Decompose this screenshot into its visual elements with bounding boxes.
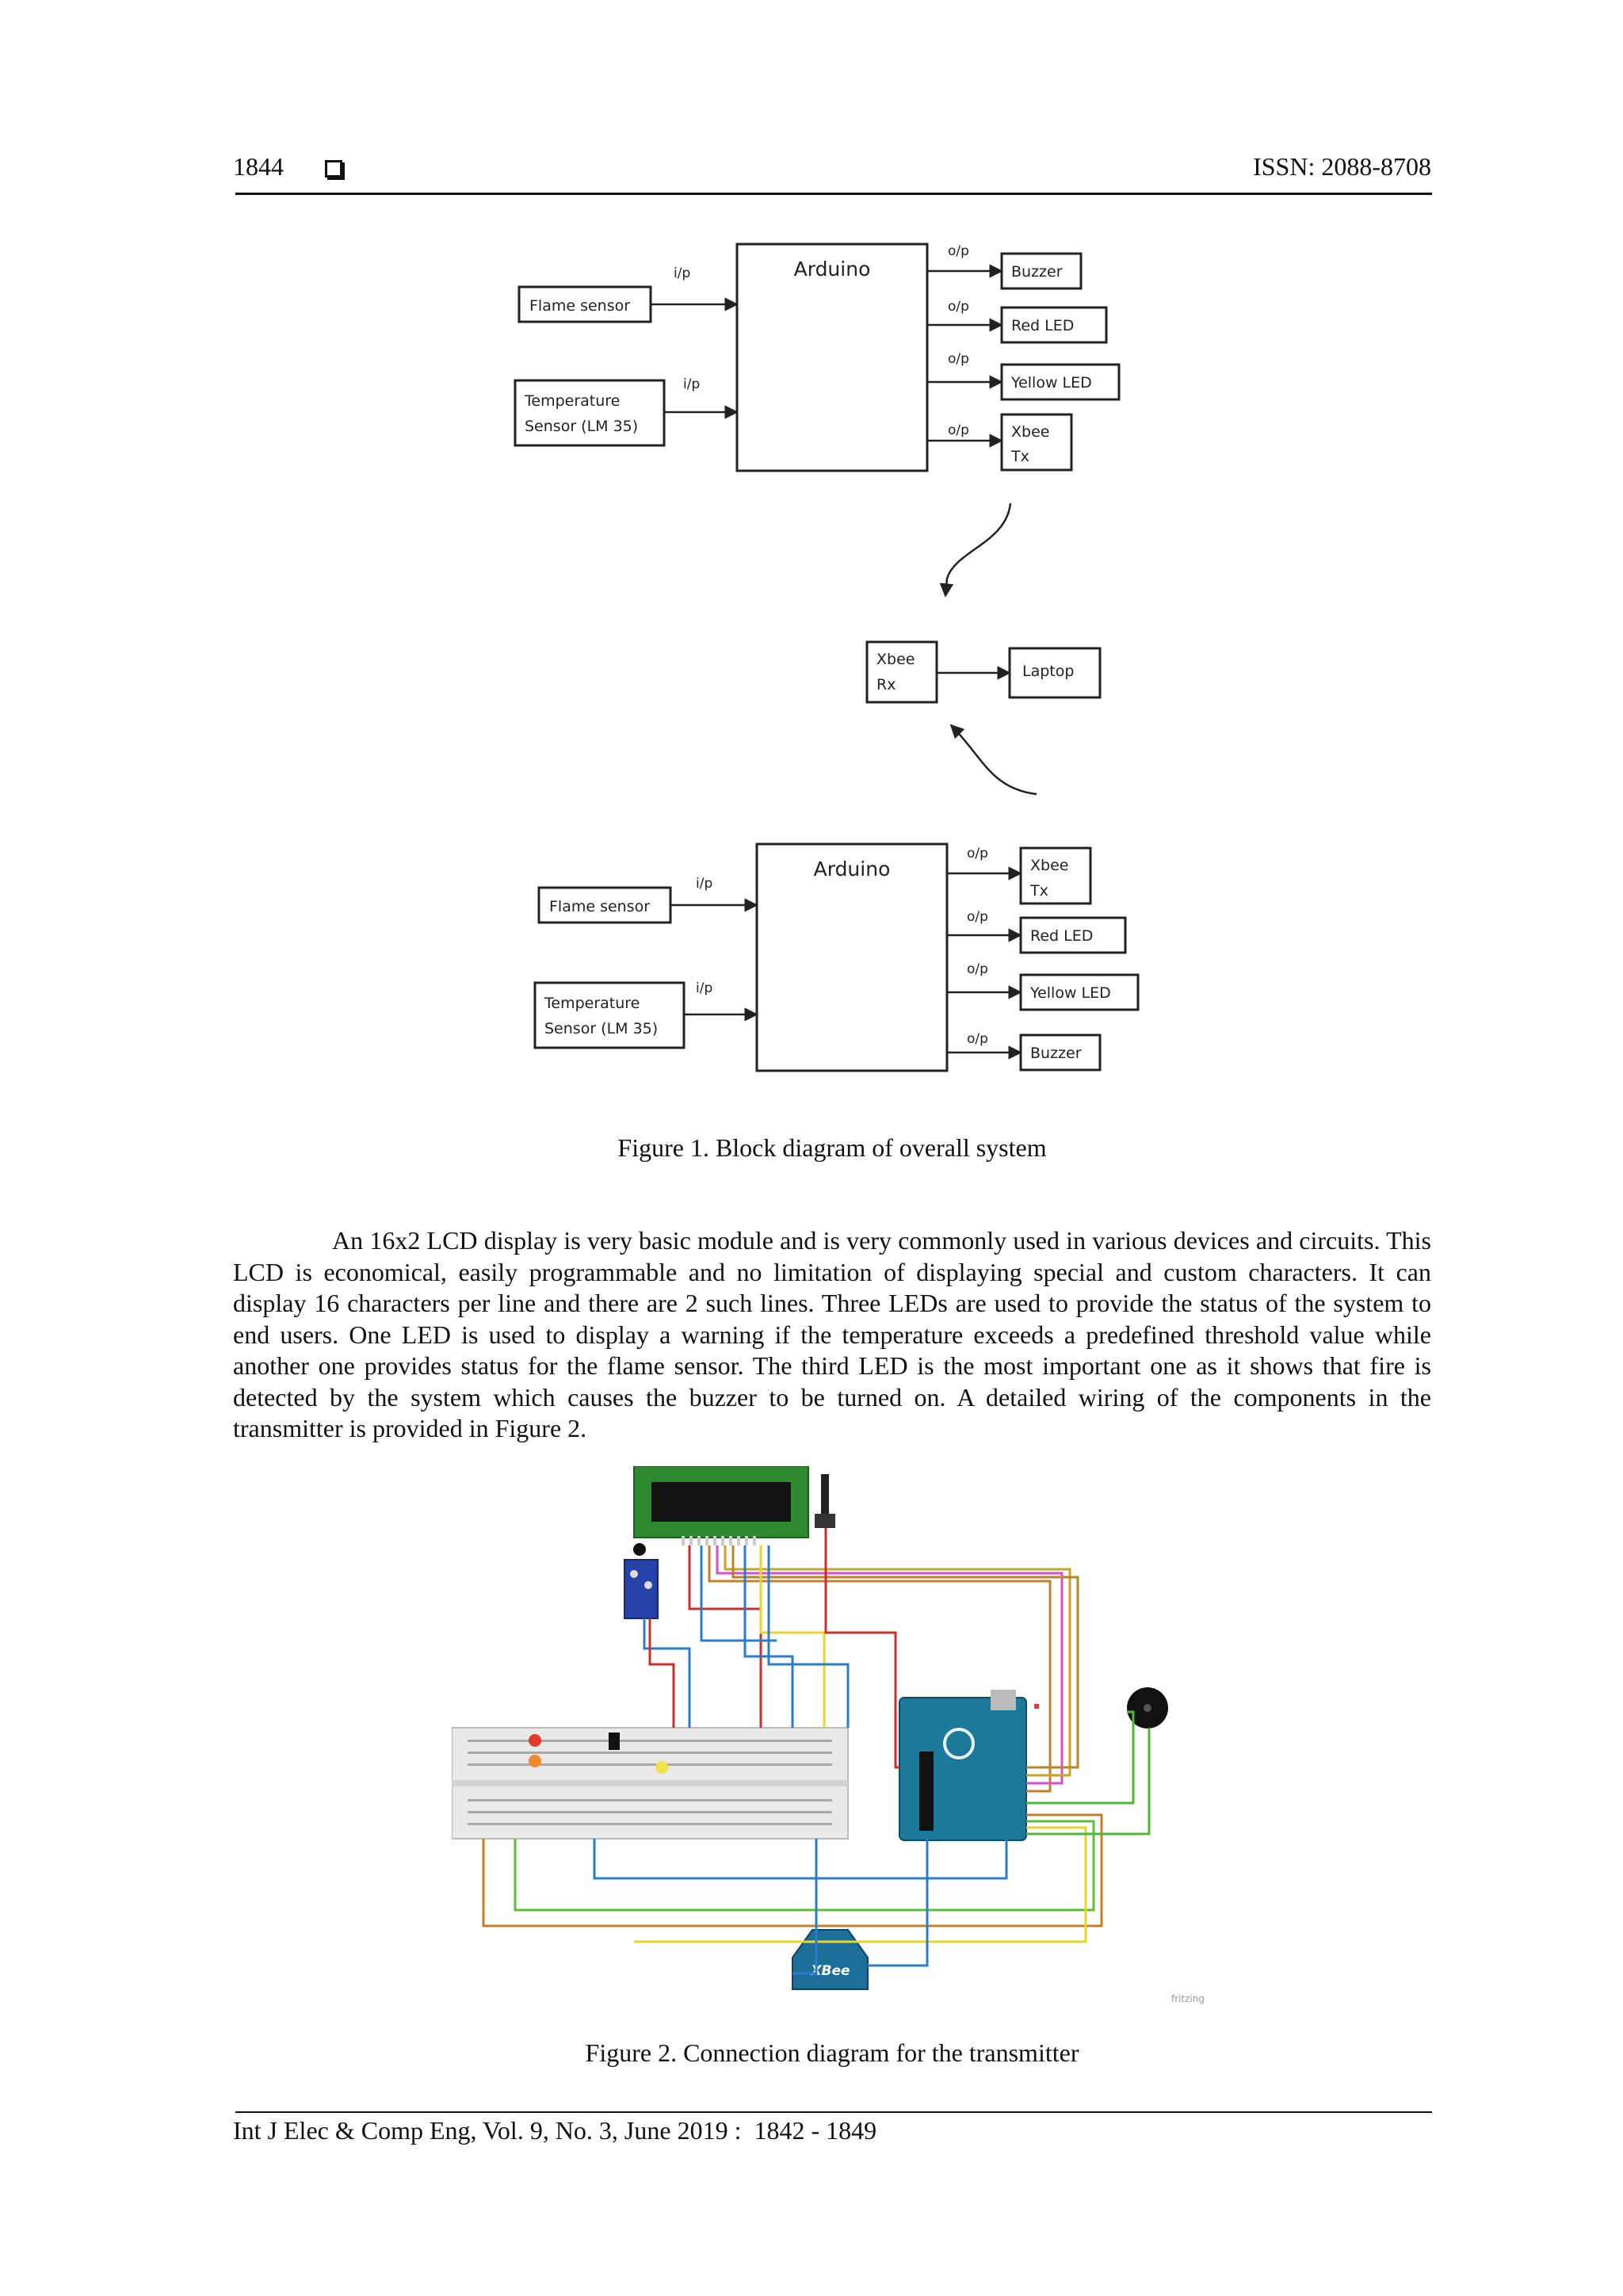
temperature-sensor-chip [609,1733,620,1750]
top-yellow-led-label: Yellow LED [1010,374,1092,392]
page-number: 1844 [233,152,284,181]
bottom-system: Arduino Flame sensor Temperature Sensor … [533,842,1140,1072]
body-paragraph: An 16x2 LCD display is very basic module… [233,1226,1431,1442]
orange-led [529,1755,541,1767]
figure-2-connection-diagram: XBee fritzing [452,1466,1205,2004]
bottom-output-label-4: o/p [967,1031,988,1047]
bottom-arduino-block [755,842,949,1072]
rx-label: Rx [876,676,896,693]
bottom-buzzer-label: Buzzer [1030,1045,1082,1062]
top-arduino-label: Arduino [794,258,871,281]
figure-2-caption: Figure 2. Connection diagram for the tra… [585,2038,1079,2067]
bottom-red-led-block [1019,916,1127,954]
receiver-system: Xbee Rx Laptop [865,640,1102,704]
top-output-label-1: o/p [948,243,969,259]
flame-sensor-module [624,1543,659,1619]
top-red-led-label: Red LED [1011,317,1074,334]
wireless-link-bottom-curve [949,724,1037,796]
bottom-output-label-1: o/p [967,846,988,861]
yellow-led [655,1761,668,1774]
fritzing-watermark: fritzing [1171,1993,1205,2004]
header-rule [235,193,1432,195]
top-arduino-block [735,243,929,472]
laptop-block [1008,647,1102,699]
lcd-display [633,1466,809,1545]
bottom-input-label-2: i/p [696,980,712,996]
bottom-temperature-sensor-block [533,981,685,1049]
top-system: Arduino Flame sensor Temperature Sensor … [514,243,1121,472]
xbee-module: XBee [792,1929,869,1990]
header-square-icon [325,160,342,178]
bottom-flame-sensor-label: Flame sensor [549,898,650,915]
top-yellow-led-block [1000,363,1121,401]
bottom-temperature-model-label: Sensor (LM 35) [544,1020,658,1037]
xbee-module-label: XBee [810,1963,850,1979]
bottom-tx-label: Tx [1029,882,1048,900]
potentiometer [815,1474,835,1528]
laptop-label: Laptop [1022,663,1074,680]
top-flame-sensor-block [517,285,652,323]
top-temperature-label: Temperature [524,392,620,410]
bottom-xbee-label: Xbee [1030,857,1068,874]
bottom-arduino-label: Arduino [814,858,891,881]
top-input-label-1: i/p [674,266,690,281]
top-tx-label: Tx [1010,448,1029,465]
issn: ISSN: 2088-8708 [1253,152,1431,181]
bottom-input-label-1: i/p [696,876,712,892]
xbee-rx-label: Xbee [876,651,915,668]
top-buzzer-label: Buzzer [1011,263,1063,281]
top-flame-sensor-label: Flame sensor [529,297,630,315]
figure-1-caption: Figure 1. Block diagram of overall syste… [617,1133,1047,1162]
bottom-yellow-led-label: Yellow LED [1029,984,1111,1002]
figure-1-block-diagram: Arduino Flame sensor Temperature Sensor … [514,243,1140,1072]
breadboard [452,1727,849,1839]
bottom-output-label-2: o/p [967,909,988,925]
top-xbee-tx-block [1000,413,1073,472]
bottom-output-label-3: o/p [967,961,988,977]
top-output-label-4: o/p [948,422,969,438]
top-temperature-model-label: Sensor (LM 35) [525,418,638,435]
red-led [529,1734,541,1747]
bottom-temperature-label: Temperature [544,995,640,1012]
arduino-board [899,1690,1039,1841]
top-temperature-sensor-block [514,379,666,447]
top-output-label-3: o/p [948,351,969,367]
footer-citation: Int J Elec & Comp Eng, Vol. 9, No. 3, Ju… [233,2116,877,2145]
wiring [482,1528,1151,1975]
top-input-label-2: i/p [683,376,700,392]
bottom-red-led-label: Red LED [1030,927,1093,945]
bottom-buzzer-block [1019,1033,1102,1072]
footer-rule [235,2111,1432,2113]
wireless-link-top-curve [939,502,1012,598]
top-xbee-label: Xbee [1011,423,1049,441]
buzzer [1127,1687,1168,1729]
top-output-label-2: o/p [948,299,969,315]
xbee-rx-block [865,640,938,704]
